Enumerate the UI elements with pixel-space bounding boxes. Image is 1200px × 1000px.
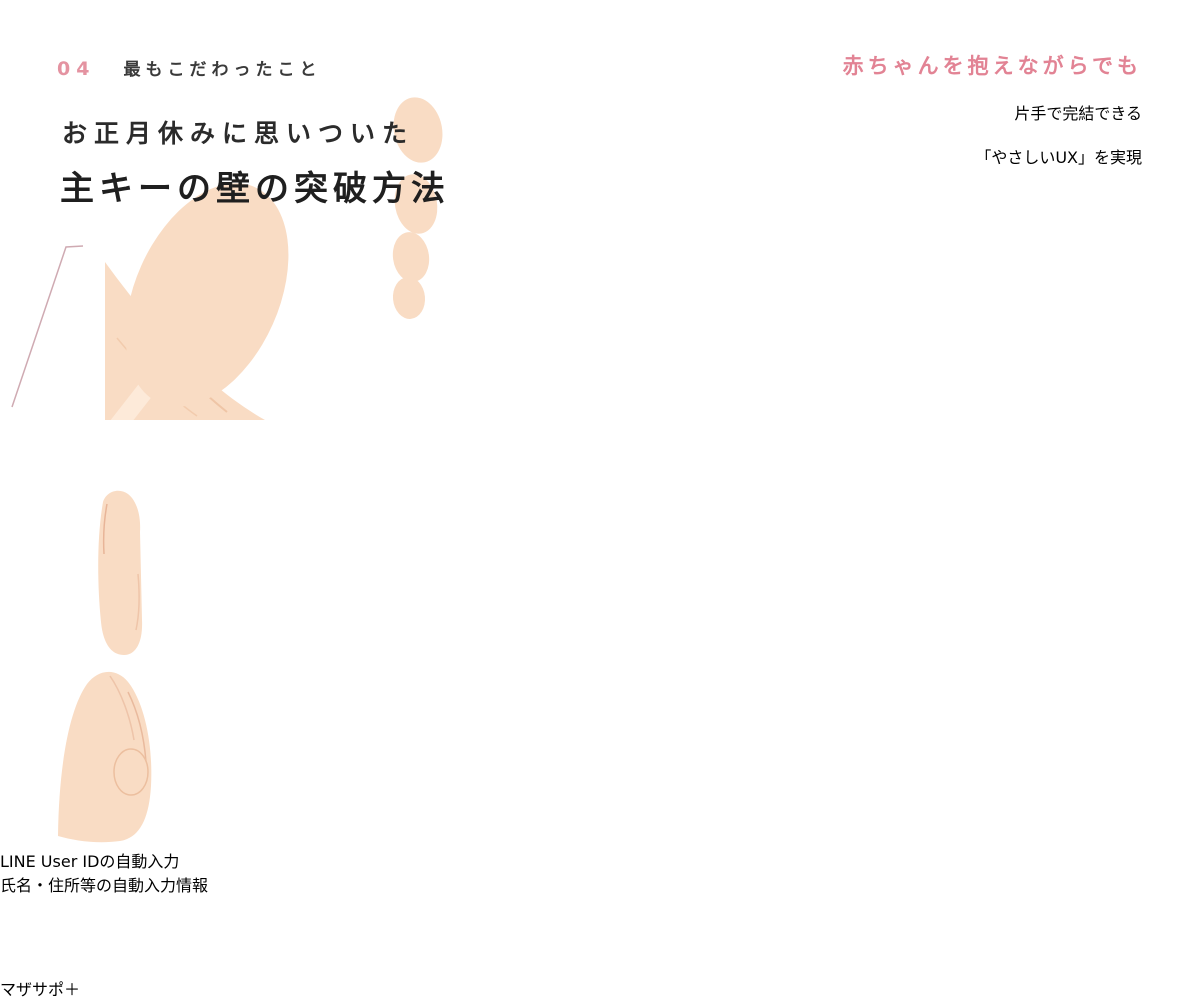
server-stack-icon	[0, 896, 70, 971]
hand-illustration-front	[58, 490, 152, 843]
flow-response-label: 氏名・住所等の自動入力情報	[0, 876, 209, 895]
page-number: 04	[57, 58, 96, 80]
section-label: 最もこだわったこと	[123, 60, 322, 80]
title-line-1: お正月休みに思いついた	[62, 119, 415, 148]
service-circle: マザサポ＋	[0, 896, 1200, 1000]
benefit-line-3: 「やさしいUX」を実現	[975, 148, 1142, 167]
callout-line	[11, 245, 84, 408]
fingertip-4	[393, 277, 426, 319]
flow-request-label: LINE User IDの自動入力	[0, 848, 1200, 872]
fingertip-2	[394, 174, 438, 234]
service-name: マザサポ＋	[0, 980, 81, 999]
slide: 04 最もこだわったこと お正月休みに思いついた 主キーの壁の突破方法 赤ちゃん…	[0, 50, 1142, 999]
flow-request-label-pink: 自動入力	[115, 852, 180, 871]
fingertip-3	[392, 232, 430, 282]
title-line-2: 主キーの壁の突破方法	[60, 169, 450, 209]
fingertip-1	[393, 97, 443, 163]
benefit-line-1: 赤ちゃんを抱えながらでも	[842, 54, 1142, 78]
flow-request-label-black: LINE User IDの	[0, 852, 116, 871]
thumb	[98, 490, 143, 655]
benefit-block: 赤ちゃんを抱えながらでも 片手で完結できる 「やさしいUX」を実現	[843, 50, 1142, 168]
kicker: 04 最もこだわったこと	[57, 55, 321, 80]
benefit-line-2: 片手で完結できる	[1014, 104, 1142, 123]
